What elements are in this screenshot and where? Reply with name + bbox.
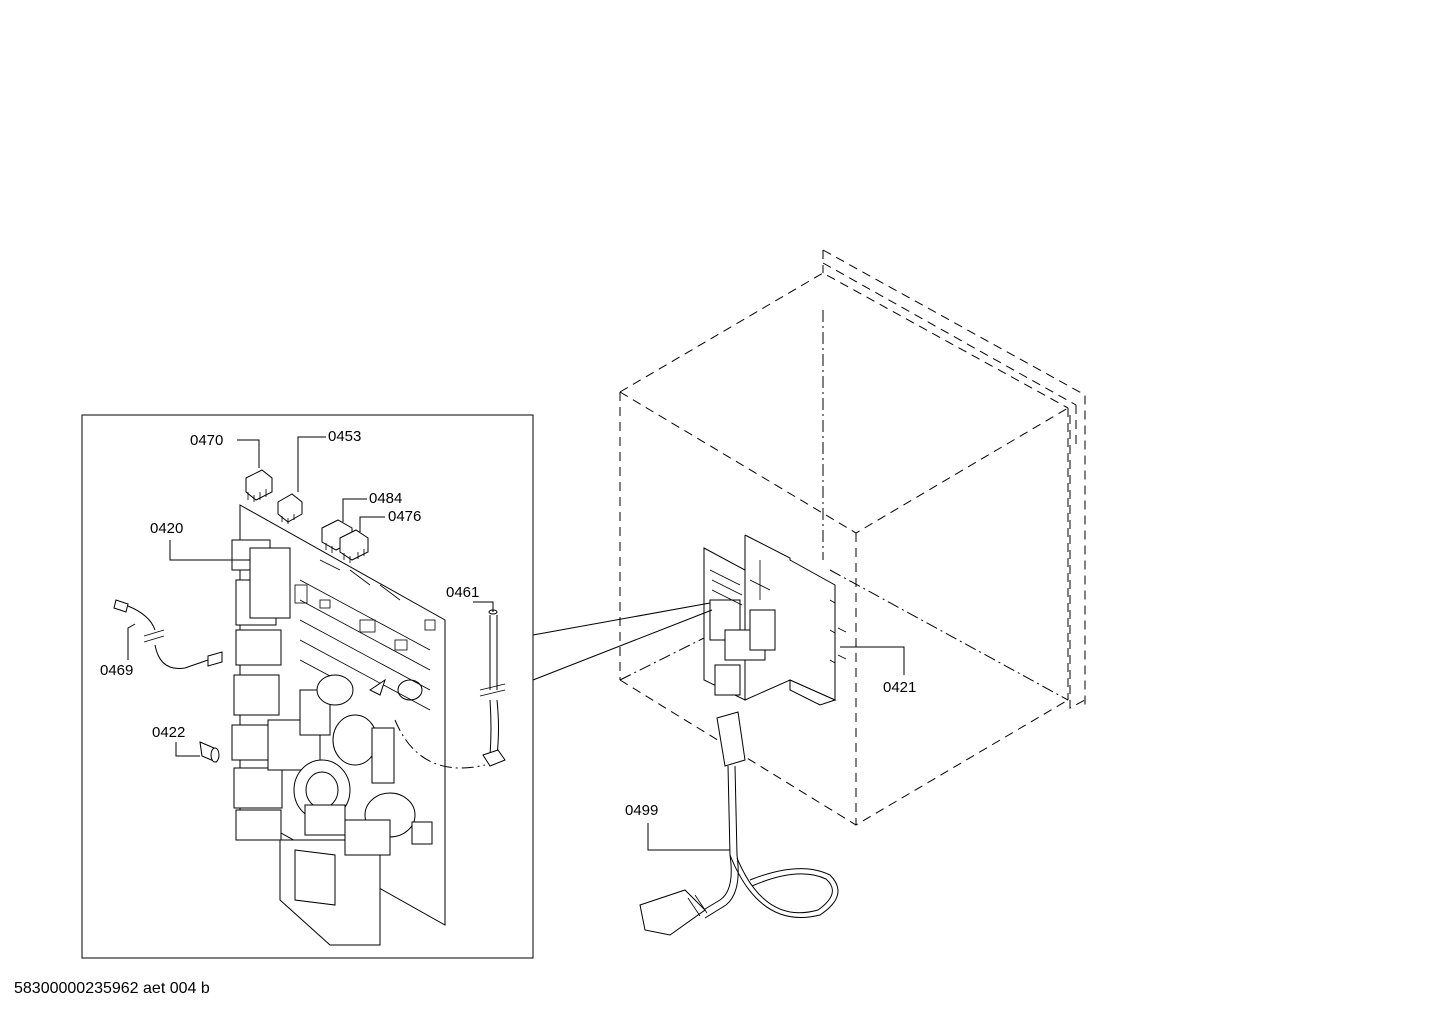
connector-0453 [277,493,303,524]
detail-callout-lines [532,602,713,681]
label-0453: 0453 [328,428,361,445]
label-0420: 0420 [150,520,183,537]
label-0470: 0470 [190,432,223,449]
document-code: 58300000235962 aet 004 b [14,980,210,997]
installed-module-0421 [703,534,847,706]
power-cord-0499 [639,711,839,936]
label-0422: 0422 [152,724,185,741]
label-0499: 0499 [625,802,658,819]
fuse-0422 [199,741,220,763]
leader-lines [127,436,905,851]
appliance-housing-outline [619,249,1086,826]
label-0469: 0469 [100,662,133,679]
connector-0476 [339,529,369,563]
label-0461: 0461 [446,584,479,601]
label-0421: 0421 [883,679,916,696]
label-0476: 0476 [388,508,421,525]
label-0484: 0484 [369,490,402,507]
detail-inset-frame [81,414,534,959]
connector-0470 [245,469,273,502]
cable-0461 [479,609,506,767]
cable-0469 [113,599,223,670]
circuit-board-0420 [231,504,486,946]
